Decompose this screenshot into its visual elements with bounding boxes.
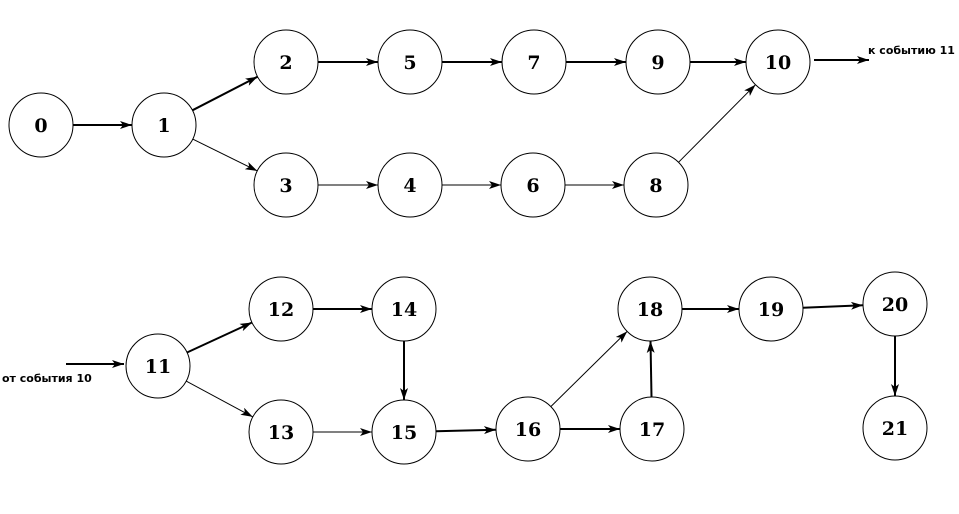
event-node-9: 9 — [625, 29, 691, 95]
event-node-11: 11 — [125, 333, 191, 399]
event-node-circle — [617, 276, 683, 342]
connectors-layer: к событию 11 от события 10 — [2, 44, 955, 385]
event-node-circle — [253, 29, 319, 95]
event-node-circle — [248, 276, 314, 342]
event-node-label: 12 — [268, 299, 294, 321]
event-node-label: 19 — [758, 299, 784, 321]
event-node-label: 18 — [637, 299, 663, 321]
event-node-20: 20 — [862, 271, 928, 337]
event-node-7: 7 — [501, 29, 567, 95]
event-node-circle — [253, 152, 319, 218]
edge-11-12-arrow — [186, 321, 253, 354]
event-node-label: 17 — [639, 419, 665, 441]
event-node-12: 12 — [248, 276, 314, 342]
event-node-label: 7 — [527, 52, 540, 74]
event-node-5: 5 — [377, 29, 443, 95]
event-node-label: 5 — [403, 52, 416, 74]
event-node-label: 21 — [882, 418, 908, 440]
connector-to-event-11-label: к событию 11 — [868, 44, 955, 57]
event-node-8: 8 — [623, 152, 689, 218]
event-node-13: 13 — [248, 399, 314, 465]
event-node-circle — [131, 92, 197, 158]
event-node-circle — [619, 396, 685, 462]
event-node-15: 15 — [371, 399, 437, 465]
event-node-0: 0 — [8, 92, 74, 158]
event-node-label: 6 — [526, 175, 539, 197]
event-node-circle — [125, 333, 191, 399]
connector-from-event-10-label: от события 10 — [2, 372, 92, 385]
event-node-4: 4 — [377, 152, 443, 218]
event-node-label: 16 — [515, 419, 541, 441]
event-node-label: 10 — [765, 52, 791, 74]
event-node-label: 13 — [268, 422, 294, 444]
edge-16-18-arrow — [550, 331, 628, 407]
event-node-16: 16 — [495, 396, 561, 462]
event-node-label: 11 — [145, 356, 171, 378]
edge-17-18-arrow — [646, 340, 655, 398]
event-node-17: 17 — [619, 396, 685, 462]
event-node-circle — [738, 276, 804, 342]
event-node-2: 2 — [253, 29, 319, 95]
event-node-circle — [501, 29, 567, 95]
event-node-10: 10 — [745, 29, 811, 95]
edges-layer — [73, 58, 899, 436]
event-node-circle — [377, 152, 443, 218]
edge-15-16-arrow — [435, 426, 497, 435]
edge-11-13-arrow — [185, 380, 254, 418]
event-node-18: 18 — [617, 276, 683, 342]
event-node-circle — [500, 152, 566, 218]
event-node-21: 21 — [862, 395, 928, 461]
event-node-label: 0 — [34, 115, 47, 137]
event-node-circle — [248, 399, 314, 465]
event-node-label: 2 — [279, 52, 292, 74]
event-node-circle — [371, 399, 437, 465]
event-node-label: 1 — [157, 115, 170, 137]
event-node-label: 4 — [403, 175, 416, 197]
event-node-circle — [377, 29, 443, 95]
edge-8-10-arrow — [678, 84, 756, 163]
event-node-14: 14 — [371, 276, 437, 342]
event-node-circle — [371, 276, 437, 342]
event-node-circle — [745, 29, 811, 95]
event-node-label: 9 — [651, 52, 664, 74]
event-node-label: 20 — [882, 294, 908, 316]
event-node-6: 6 — [500, 152, 566, 218]
event-node-1: 1 — [131, 92, 197, 158]
event-node-19: 19 — [738, 276, 804, 342]
event-node-3: 3 — [253, 152, 319, 218]
event-node-label: 14 — [391, 299, 417, 321]
event-node-label: 15 — [391, 422, 417, 444]
event-node-circle — [862, 395, 928, 461]
event-node-circle — [623, 152, 689, 218]
event-node-circle — [495, 396, 561, 462]
event-node-label: 3 — [279, 175, 292, 197]
event-node-circle — [862, 271, 928, 337]
edge-1-3-arrow — [192, 138, 258, 172]
edge-1-2-arrow — [191, 75, 259, 112]
event-node-circle — [625, 29, 691, 95]
event-node-label: 8 — [649, 175, 662, 197]
edge-19-20-arrow — [802, 301, 864, 310]
event-node-circle — [8, 92, 74, 158]
